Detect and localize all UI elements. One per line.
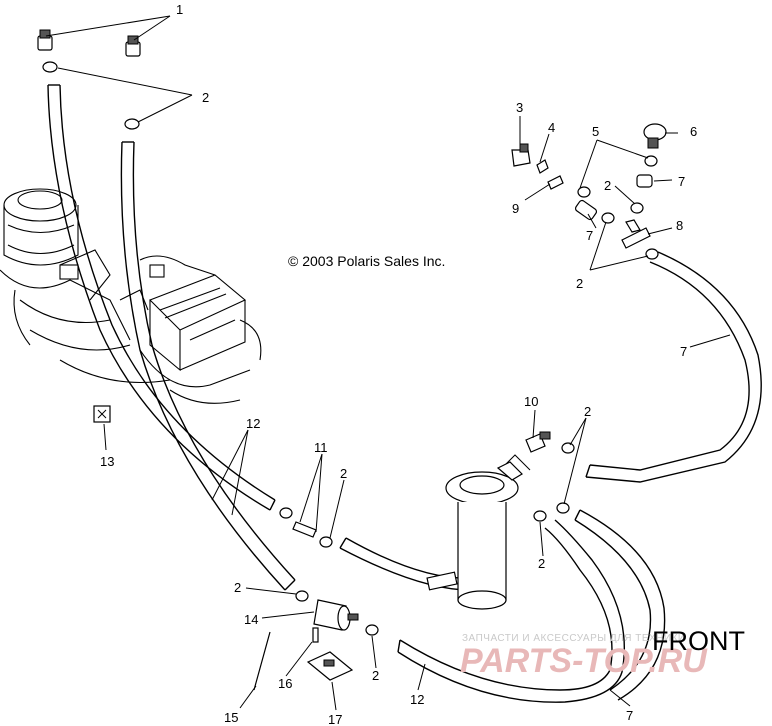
- fitting-3: [511, 143, 531, 167]
- fuel-pump-module: [426, 454, 531, 610]
- callout-2: 2: [584, 404, 591, 419]
- watermark-text: ЗАПЧАСТИ И АКСЕССУАРЫ ДЛЯ ТЕХНИКИ: [462, 633, 686, 644]
- callout-12: 12: [246, 416, 260, 431]
- callout-7: 7: [678, 174, 685, 189]
- callout-3: 3: [516, 100, 523, 115]
- front-label: FRONT: [652, 626, 745, 656]
- fuel-filter-14: [295, 590, 379, 636]
- callout-16: 16: [278, 676, 292, 691]
- callout-13: 13: [100, 454, 114, 469]
- fitting-1-left: [37, 29, 53, 51]
- callout-12: 12: [410, 692, 424, 707]
- callouts: 1 2 3 4 5 6 7 2 9 7 8 2 7 10 2 12 11 2 1…: [100, 2, 697, 726]
- callout-11: 11: [314, 440, 328, 455]
- callout-2: 2: [576, 276, 583, 291]
- callout-8: 8: [676, 218, 683, 233]
- hoses: [47, 84, 762, 703]
- copyright-text: © 2003 Polaris Sales Inc.: [288, 253, 445, 269]
- callout-10: 10: [524, 394, 538, 409]
- callout-2: 2: [234, 580, 241, 595]
- callout-2: 2: [604, 178, 611, 193]
- callout-5: 5: [592, 124, 599, 139]
- callout-2: 2: [340, 466, 347, 481]
- callout-4: 4: [548, 120, 555, 135]
- fitting-6: [643, 123, 667, 149]
- clip-13: [93, 405, 111, 423]
- callout-1: 1: [176, 2, 183, 17]
- callout-2: 2: [538, 556, 545, 571]
- callout-7: 7: [626, 708, 633, 723]
- watermark-logo: PARTS-TOP.RU: [460, 642, 708, 680]
- callout-9: 9: [512, 201, 519, 216]
- callout-14: 14: [244, 612, 258, 627]
- bracket-17: [306, 651, 354, 681]
- callout-6: 6: [690, 124, 697, 139]
- fittings: [37, 29, 667, 691]
- leader-lines: [45, 15, 731, 711]
- fitting-1-right: [125, 35, 141, 57]
- callout-2: 2: [202, 90, 209, 105]
- fitting-10: [525, 431, 551, 453]
- engine-assembly: [0, 188, 262, 404]
- callout-7: 7: [680, 344, 687, 359]
- callout-2: 2: [372, 668, 379, 683]
- callout-7: 7: [586, 228, 593, 243]
- callout-17: 17: [328, 712, 342, 726]
- callout-15: 15: [224, 710, 238, 725]
- tee-fitting-8: [621, 219, 651, 249]
